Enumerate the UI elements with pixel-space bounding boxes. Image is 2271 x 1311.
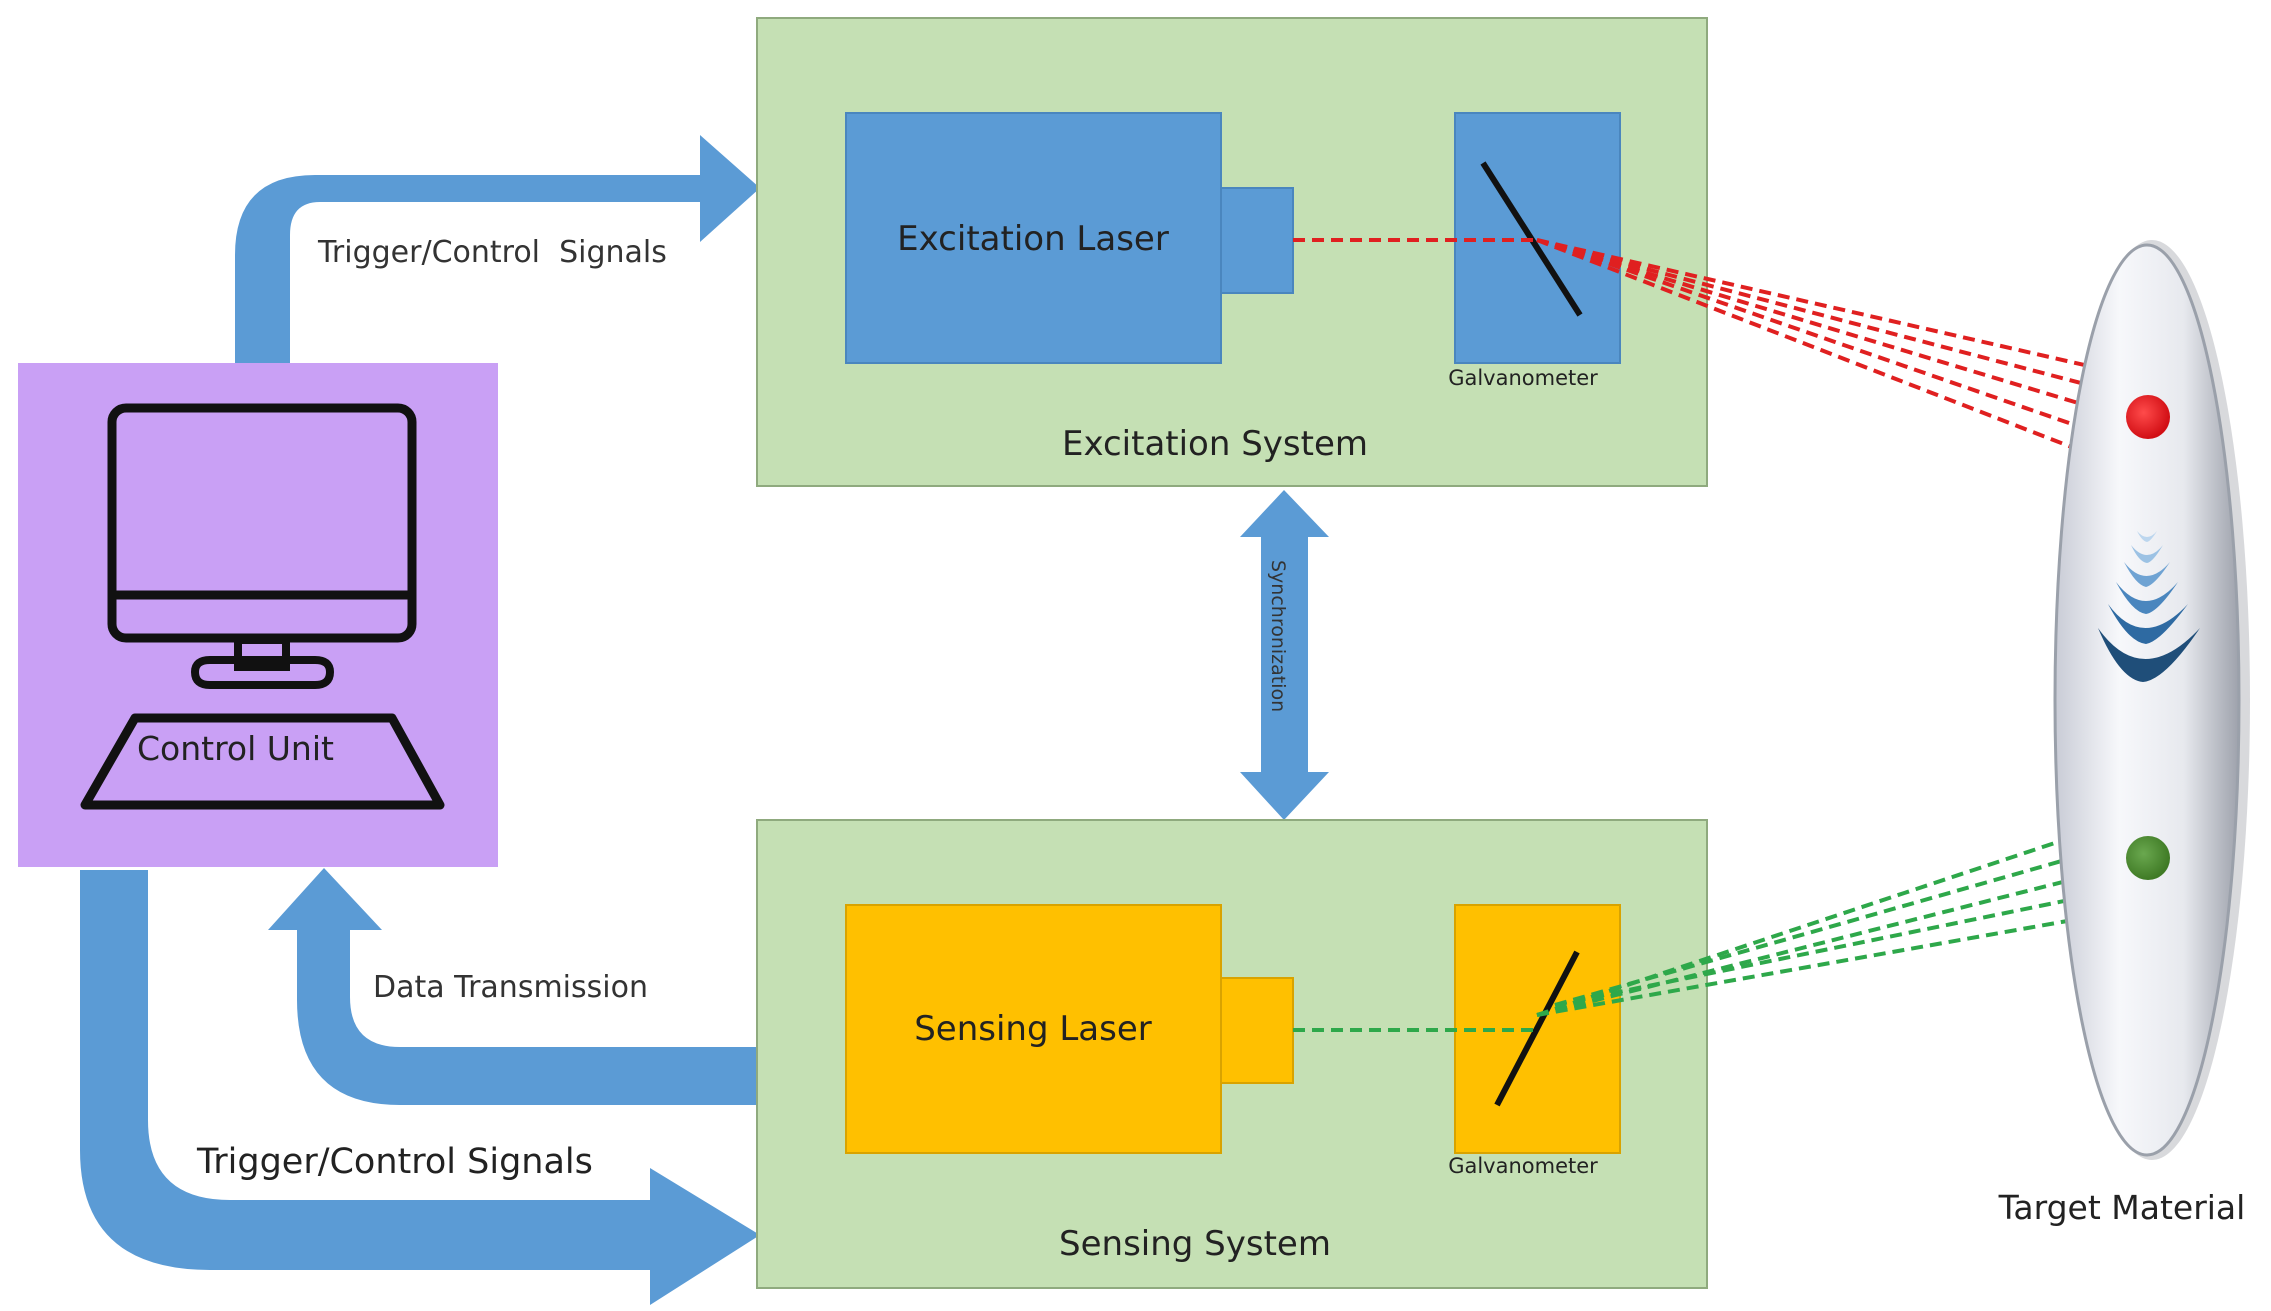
galvanometer-top-label: Galvanometer [1448, 366, 1598, 390]
sensing-beam [1293, 820, 2119, 1032]
ultrasonic-wave-icon [2098, 531, 2200, 682]
sensing-system: Sensing Laser Galvanometer Sensing Syste… [756, 819, 1708, 1289]
control-unit: Control Unit [18, 363, 498, 867]
excitation-laser-label: Excitation Laser [897, 219, 1169, 259]
sensing-spot [2126, 836, 2170, 880]
sensing-system-label: Sensing System [1059, 1224, 1331, 1264]
computer-icon [80, 403, 445, 810]
galvanometer-bottom-label: Galvanometer [1448, 1154, 1598, 1178]
control-unit-label: Control Unit [137, 729, 334, 768]
excitation-system-label: Excitation System [1062, 424, 1368, 464]
sensing-laser: Sensing Laser [845, 904, 1294, 1154]
data-transmission-label: Data Transmission [373, 970, 648, 1005]
target-material-label: Target Material [1998, 1188, 2246, 1227]
trigger-arrow-bottom [80, 870, 760, 1305]
excitation-beam [1293, 238, 2119, 467]
galvanometer-bottom: Galvanometer [1448, 904, 1621, 1178]
excitation-laser: Excitation Laser [845, 112, 1294, 364]
trigger-arrow-top [235, 135, 760, 365]
sensing-laser-label: Sensing Laser [914, 1009, 1152, 1049]
trigger-signals-bottom-label: Trigger/Control Signals [196, 1142, 593, 1182]
synchronization-arrow: Synchronization [1240, 490, 1329, 820]
excitation-system: Excitation Laser Galvanometer Excitation… [756, 17, 1708, 487]
data-transmission-arrow [268, 868, 760, 1105]
synchronization-label: Synchronization [1267, 560, 1289, 712]
excitation-spot [2126, 395, 2170, 439]
trigger-signals-top-label: Trigger/Control Signals [317, 235, 667, 270]
target-material: Target Material [1998, 240, 2250, 1227]
